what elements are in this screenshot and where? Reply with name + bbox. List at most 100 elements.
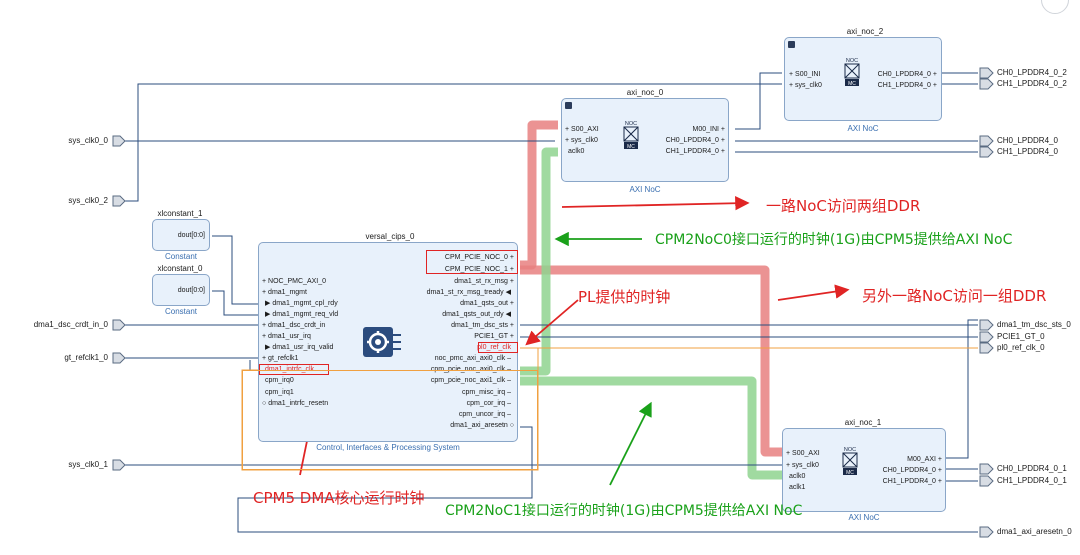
pin-dma1-st-rx-msg[interactable]: dma1_st_rx_msg + [454, 278, 514, 285]
pin-dout[interactable]: dout[0:0] [177, 232, 205, 239]
pin-sys-clk0[interactable]: + sys_clk0 [786, 462, 819, 469]
pin-pcie1-gt[interactable]: PCIE1_GT + [474, 333, 514, 340]
pin-m00-ini[interactable]: M00_INI + [692, 126, 725, 133]
block-menu-icon[interactable] [565, 102, 572, 109]
pin-cpm-irq0[interactable]: cpm_irq0 [265, 377, 294, 384]
axi-noc-1-title: axi_noc_1 [844, 418, 882, 427]
port-ch1-lpddr4-0[interactable]: CH1_LPDDR4_0 [997, 147, 1058, 156]
axi-noc-0-block[interactable]: + S00_AXI + sys_clk0 aclk0 M00_INI + CH0… [561, 98, 729, 194]
xlconstant-0-block[interactable]: dout[0:0] [152, 274, 210, 306]
pin-pl0-ref-clk[interactable]: pl0_ref_clk [477, 344, 511, 351]
svg-text:NOC: NOC [846, 58, 858, 64]
arrow-noc-two-ddr [561, 196, 750, 211]
pin-ch1-lpddr4[interactable]: CH1_LPDDR4_0 + [877, 82, 937, 89]
svg-text:MC: MC [627, 144, 635, 149]
pin-ch0-lpddr4[interactable]: CH0_LPDDR4_0 + [882, 467, 942, 474]
pin-gt-refclk1[interactable]: + gt_refclk1 [262, 355, 299, 362]
pin-aclk0[interactable]: aclk0 [568, 148, 585, 155]
red-highlight-path-noc0 [520, 120, 558, 270]
pin-cpm-pcie-noc-1[interactable]: CPM_PCIE_NOC_1 + [444, 266, 514, 273]
block-menu-icon[interactable] [788, 41, 795, 48]
pin-dma1-intrfc-clk[interactable]: dma1_intrfc_clk [265, 366, 315, 373]
pin-noc-pmc-axi-axi0-clk[interactable]: noc_pmc_axi_axi0_clk – [434, 355, 511, 362]
pin-ch1-lpddr4[interactable]: CH1_LPDDR4_0 + [882, 478, 942, 485]
xlconstant-1-title: xlconstant_1 [157, 209, 203, 218]
port-dma1-axi-aresetn-0[interactable]: dma1_axi_aresetn_0 [997, 527, 1072, 536]
arrow-pl-clock [525, 299, 579, 346]
pin-cpm-pcie-noc-axi0-clk[interactable]: cpm_pcie_noc_axi0_clk – [430, 366, 511, 373]
pin-dma1-mgmt-cpl-rdy[interactable]: ▶ dma1_mgmt_cpl_rdy [265, 300, 338, 307]
pin-s00-ini[interactable]: + S00_INI [789, 71, 821, 78]
pin-ch0-lpddr4[interactable]: CH0_LPDDR4_0 + [665, 137, 725, 144]
port-ch1-lpddr4-0-2[interactable]: CH1_LPDDR4_0_2 [997, 79, 1067, 88]
arrow-noc-one-ddr [777, 284, 850, 301]
pin-cpm-irq1[interactable]: cpm_irq1 [265, 389, 294, 396]
highlight-box-pl0-ref-clk [478, 342, 518, 353]
pin-s00-axi[interactable]: + S00_AXI [565, 126, 599, 133]
pin-cpm-uncor-irq[interactable]: cpm_uncor_irq – [458, 411, 511, 418]
cips-processor-icon [363, 327, 401, 357]
pin-dma1-dsc-crdt-in[interactable]: + dma1_dsc_crdt_in [262, 322, 326, 329]
port-ch1-lpddr4-0-1[interactable]: CH1_LPDDR4_0_1 [997, 476, 1067, 485]
pin-ch0-lpddr4[interactable]: CH0_LPDDR4_0 + [877, 71, 937, 78]
port-ch0-lpddr4-0[interactable]: CH0_LPDDR4_0 [997, 136, 1058, 145]
pin-dma1-intrfc-resetn[interactable]: ○ dma1_intrfc_resetn [262, 400, 329, 407]
port-sys-clk0-1[interactable]: sys_clk0_1 [68, 460, 108, 469]
axi-noc-1-block[interactable]: + S00_AXI + sys_clk0 aclk0 aclk1 M00_AXI… [782, 428, 946, 522]
pin-cpm-cor-irq[interactable]: cpm_cor_irq – [466, 400, 511, 407]
pin-m00-axi[interactable]: M00_AXI + [907, 456, 942, 463]
pin-cpm-misc-irq[interactable]: cpm_misc_irq – [461, 389, 511, 396]
versal-cips-0-subtitle: Control, Interfaces & Processing System [316, 443, 460, 452]
port-sys-clk0-0[interactable]: sys_clk0_0 [68, 136, 108, 145]
annotation-noc-one-ddr: 另外一路NoC访问一组DDR [862, 287, 1047, 305]
highlight-box-dma1-intrfc-clk [259, 364, 329, 375]
annotation-noc0-clock: CPM2NoC0接口运行的时钟(1G)由CPM5提供给AXI NoC [655, 232, 1013, 248]
svg-text:MC: MC [848, 81, 856, 86]
port-pcie1-gt-0[interactable]: PCIE1_GT_0 [997, 332, 1045, 341]
pin-aclk0[interactable]: aclk0 [789, 473, 806, 480]
port-sys-clk0-2[interactable]: sys_clk0_2 [68, 196, 108, 205]
pin-dma1-usr-irq[interactable]: + dma1_usr_irq [262, 333, 311, 340]
pin-dma1-qsts-out-rdy[interactable]: dma1_qsts_out_rdy ◀ [442, 311, 511, 318]
red-highlight-path-noc1 [520, 265, 782, 457]
pin-sys-clk0[interactable]: + sys_clk0 [565, 137, 598, 144]
port-ch0-lpddr4-0-1[interactable]: CH0_LPDDR4_0_1 [997, 464, 1067, 473]
pin-dma1-tm-dsc-sts[interactable]: dma1_tm_dsc_sts + [451, 322, 514, 329]
right-port-shapes [979, 67, 994, 538]
pin-cpm-pcie-noc-axi1-clk[interactable]: cpm_pcie_noc_axi1_clk – [430, 377, 511, 384]
port-dma1-tm-dsc-sts-0[interactable]: dma1_tm_dsc_sts_0 [997, 320, 1071, 329]
green-highlight-path-noc0 [520, 147, 558, 376]
pin-dma1-st-rx-msg-tready[interactable]: dma1_st_rx_msg_tready ◀ [426, 289, 511, 296]
port-gt-refclk1-0[interactable]: gt_refclk1_0 [64, 353, 108, 362]
dma-clock-region-box [242, 370, 538, 470]
axi-noc-2-title: axi_noc_2 [846, 27, 884, 36]
pin-aclk1[interactable]: aclk1 [789, 484, 806, 491]
pin-dma1-mgmt-req-vld[interactable]: ▶ dma1_mgmt_req_vld [265, 311, 339, 318]
pin-s00-axi[interactable]: + S00_AXI [786, 450, 820, 457]
noc-chip-icon: NOC MC [844, 58, 860, 86]
pin-dout[interactable]: dout[0:0] [177, 287, 205, 294]
pin-dma1-qsts-out[interactable]: dma1_qsts_out + [460, 300, 514, 307]
pin-sys-clk0[interactable]: + sys_clk0 [789, 82, 822, 89]
axi-noc-2-block[interactable]: + S00_INI + sys_clk0 CH0_LPDDR4_0 + CH1_… [784, 37, 942, 133]
pin-dma1-axi-aresetn[interactable]: dma1_axi_aresetn ○ [450, 422, 514, 429]
xlconstant-0-title: xlconstant_0 [157, 264, 203, 273]
pin-dma1-mgmt[interactable]: + dma1_mgmt [262, 289, 307, 296]
port-pl0-ref-clk-0[interactable]: pl0_ref_clk_0 [997, 343, 1045, 352]
pin-cpm-pcie-noc-0[interactable]: CPM_PCIE_NOC_0 + [444, 254, 514, 261]
versal-cips-0-block[interactable]: + NOC_PMC_AXI_0 + dma1_mgmt ▶ dma1_mgmt_… [258, 242, 518, 452]
svg-text:MC: MC [846, 470, 854, 475]
annotation-dma-clock: CPM5 DMA核心运行时钟 [253, 489, 425, 507]
port-dma1-dsc-crdt-in-0[interactable]: dma1_dsc_crdt_in_0 [33, 320, 108, 329]
pin-dma1-usr-irq-valid[interactable]: ▶ dma1_usr_irq_valid [265, 344, 334, 351]
svg-text:NOC: NOC [625, 121, 637, 127]
port-ch0-lpddr4-0-2[interactable]: CH0_LPDDR4_0_2 [997, 68, 1067, 77]
axi-noc-0-subtitle: AXI NoC [629, 185, 661, 194]
xlconstant-1-block[interactable]: dout[0:0] [152, 219, 210, 251]
left-port-shapes [112, 135, 126, 471]
pin-ch1-lpddr4[interactable]: CH1_LPDDR4_0 + [665, 148, 725, 155]
svg-text:NOC: NOC [844, 447, 856, 453]
annotation-noc1-clock: CPM2NoC1接口运行的时钟(1G)由CPM5提供给AXI NoC [445, 503, 803, 519]
axi-noc-0-title: axi_noc_0 [626, 88, 664, 97]
pin-noc-pmc-axi-0[interactable]: + NOC_PMC_AXI_0 [262, 278, 327, 285]
